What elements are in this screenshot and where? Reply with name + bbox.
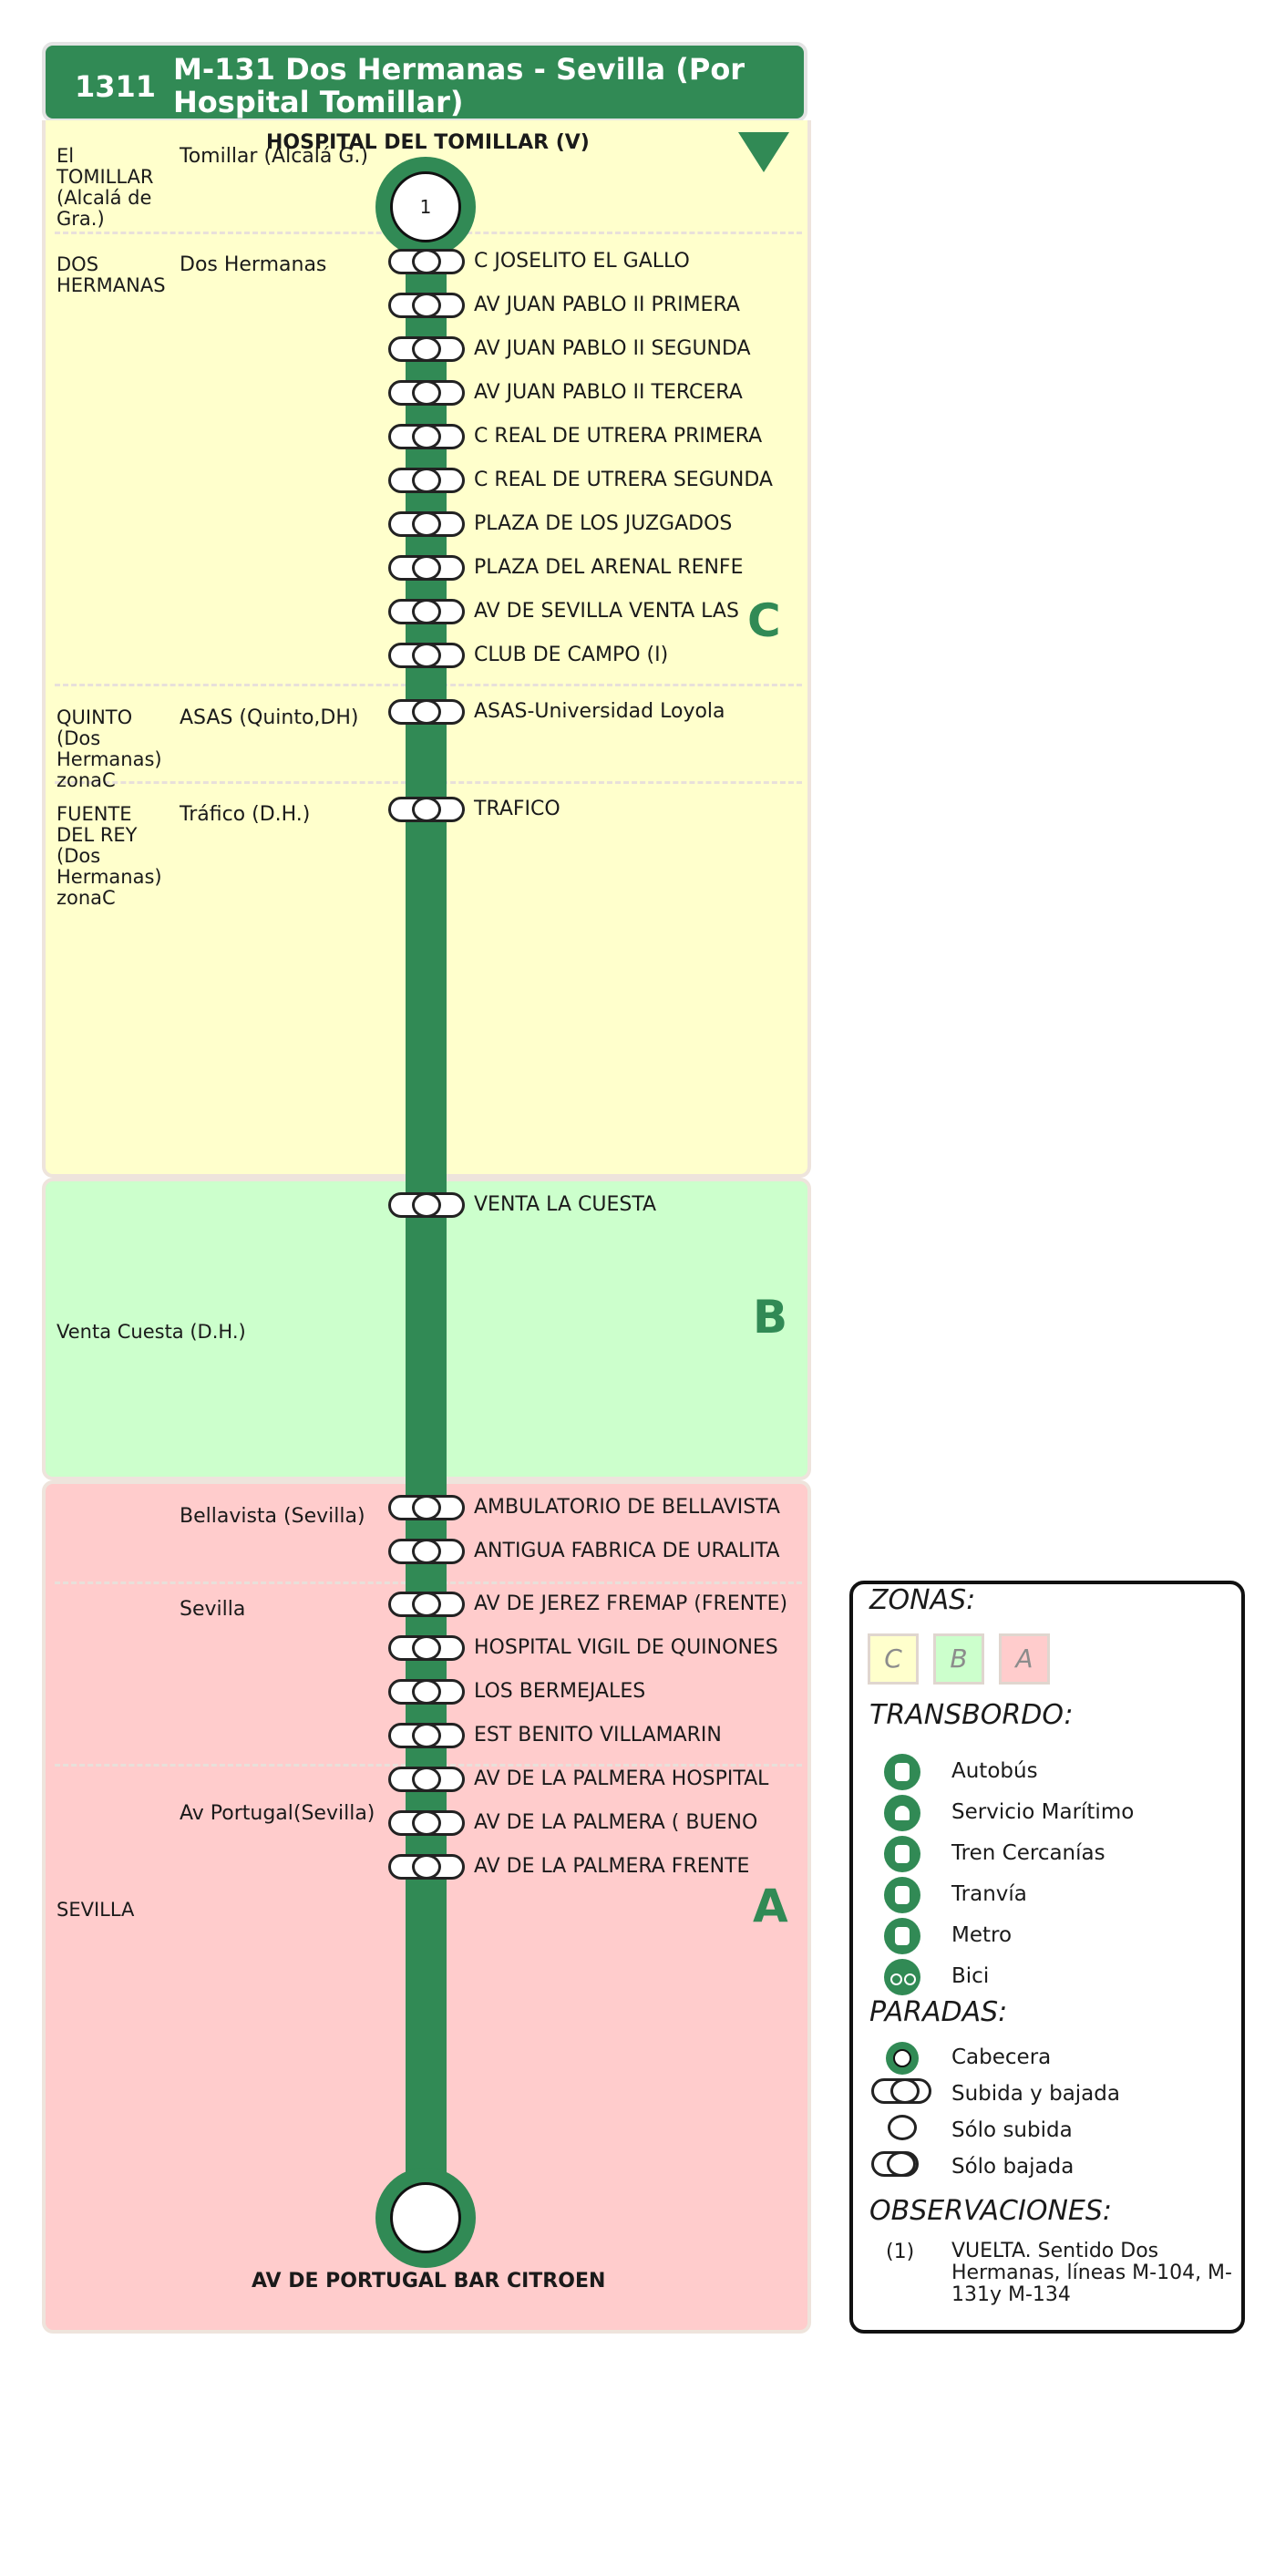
cabecera-icon	[886, 2042, 919, 2075]
legend-transbordo-label: Metro	[951, 1923, 1013, 1947]
stop-label: EST BENITO VILLAMARIN	[474, 1724, 722, 1747]
stop-marker	[388, 293, 465, 318]
stop-label: AV JUAN PABLO II PRIMERA	[474, 294, 740, 316]
stop-label: LOS BERMEJALES	[474, 1680, 646, 1703]
metro-icon	[884, 1918, 920, 1954]
end-terminal-marker	[375, 2168, 476, 2268]
legend-transbordo-label: Autobús	[951, 1759, 1038, 1783]
stop-marker	[388, 1767, 465, 1792]
legend-transbordo-label: Bici	[951, 1964, 990, 1988]
legend-parada-label: Subida y bajada	[951, 2082, 1120, 2106]
locality-name: DOS HERMANAS	[57, 253, 166, 296]
solo-bajada-icon	[871, 2151, 919, 2177]
stop-marker	[388, 555, 465, 581]
locality-name: FUENTE DEL REY (Dos Hermanas) zonaC	[57, 803, 162, 909]
line-header: 1311 M-131 Dos Hermanas - Sevilla (Por H…	[42, 42, 807, 122]
locality-name: QUINTO (Dos Hermanas) zonaC	[57, 706, 162, 791]
note-ref: 1	[419, 196, 432, 218]
end-stop-name: AV DE PORTUGAL BAR CITROEN	[252, 2270, 606, 2293]
legend-parada-label: Sólo bajada	[951, 2155, 1074, 2179]
stop-label: AV JUAN PABLO II TERCERA	[474, 381, 743, 404]
stop-marker	[388, 249, 465, 274]
line-code: 1311	[75, 69, 157, 104]
stop-label: AV DE LA PALMERA ( BUENO	[474, 1811, 758, 1834]
legend-transbordo-title: TRANSBORDO:	[869, 1699, 1074, 1731]
train-icon	[884, 1836, 920, 1872]
stop-marker	[388, 1854, 465, 1880]
legend-zone-a: A	[999, 1633, 1050, 1685]
start-terminal-marker: 1	[375, 157, 476, 257]
direction-arrow-icon	[738, 132, 789, 172]
stop-label: AV DE JEREZ FREMAP (FRENTE)	[474, 1592, 788, 1615]
legend-parada-label: Cabecera	[951, 2045, 1052, 2069]
stop-marker	[388, 1192, 465, 1218]
stop-label: AV DE SEVILLA VENTA LAS	[474, 600, 739, 623]
stop-marker	[388, 1723, 465, 1748]
municipality-name: Sevilla	[180, 1598, 246, 1621]
legend-zone-b: B	[933, 1633, 984, 1685]
stop-label: VENTA LA CUESTA	[474, 1193, 657, 1216]
stop-label: C JOSELITO EL GALLO	[474, 250, 690, 273]
legend-transbordo-label: Servicio Marítimo	[951, 1800, 1135, 1824]
observation-text: VUELTA. Sentido Dos Hermanas, líneas M-1…	[951, 2240, 1232, 2306]
stop-marker	[388, 468, 465, 493]
legend-box: ZONAS: C B A TRANSBORDO: Autobús Servici…	[849, 1581, 1245, 2334]
stop-label: CLUB DE CAMPO (I)	[474, 644, 669, 666]
bike-icon	[884, 1959, 920, 1995]
stop-label: AV DE LA PALMERA HOSPITAL	[474, 1767, 769, 1790]
municipality-name: ASAS (Quinto,DH)	[180, 706, 359, 729]
bus-icon	[884, 1754, 920, 1790]
stop-marker	[388, 424, 465, 449]
boat-icon	[884, 1795, 920, 1831]
stop-label: ANTIGUA FABRICA DE URALITA	[474, 1540, 780, 1562]
tram-icon	[884, 1877, 920, 1913]
subida-bajada-icon	[871, 2078, 931, 2104]
stop-label: TRAFICO	[474, 798, 560, 820]
stop-label: C REAL DE UTRERA PRIMERA	[474, 425, 763, 448]
municipality-name: Av Portugal(Sevilla)	[180, 1802, 375, 1825]
zone-letter-a: A	[753, 1880, 788, 1932]
zone-letter-b: B	[753, 1291, 788, 1344]
observation-ref: (1)	[886, 2241, 915, 2263]
legend-observaciones-title: OBSERVACIONES:	[869, 2195, 1113, 2227]
start-stop-name: HOSPITAL DEL TOMILLAR (V)	[266, 131, 590, 154]
stop-marker	[388, 643, 465, 668]
stop-marker	[388, 511, 465, 537]
stop-label: PLAZA DE LOS JUZGADOS	[474, 512, 733, 535]
stop-marker	[388, 699, 465, 725]
stop-label: PLAZA DEL ARENAL RENFE	[474, 556, 744, 579]
stop-marker	[388, 1635, 465, 1661]
stop-marker	[388, 1810, 465, 1836]
line-title: M-131 Dos Hermanas - Sevilla (Por Hospit…	[173, 52, 745, 119]
municipality-name: Venta Cuesta (D.H.)	[57, 1321, 246, 1343]
stop-label: AV JUAN PABLO II SEGUNDA	[474, 337, 751, 360]
legend-zonas-title: ZONAS:	[869, 1584, 976, 1616]
municipality-name: Dos Hermanas	[180, 253, 327, 276]
legend-transbordo-label: Tranvía	[951, 1882, 1027, 1906]
stop-marker	[388, 1592, 465, 1617]
municipality-name: Tomillar (Alcalá G.)	[180, 145, 368, 168]
stop-marker	[388, 599, 465, 624]
legend-transbordo-label: Tren Cercanías	[951, 1841, 1105, 1865]
locality-name: SEVILLA	[57, 1899, 135, 1921]
zone-letter-c: C	[747, 594, 781, 647]
stop-label: HOSPITAL VIGIL DE QUINONES	[474, 1636, 778, 1659]
locality-name: El TOMILLAR (Alcalá de Gra.)	[57, 145, 154, 230]
municipality-name: Tráfico (D.H.)	[180, 803, 311, 826]
legend-paradas-title: PARADAS:	[869, 1996, 1008, 2028]
solo-subida-icon	[888, 2115, 917, 2140]
legend-zone-c: C	[868, 1633, 919, 1685]
stop-marker	[388, 1495, 465, 1520]
stop-marker	[388, 797, 465, 822]
stop-marker	[388, 380, 465, 406]
municipality-name: Bellavista (Sevilla)	[180, 1505, 365, 1528]
stop-label: AV DE LA PALMERA FRENTE	[474, 1855, 750, 1878]
stop-label: ASAS-Universidad Loyola	[474, 700, 725, 723]
legend-parada-label: Sólo subida	[951, 2118, 1073, 2142]
stop-marker	[388, 336, 465, 362]
stop-marker	[388, 1679, 465, 1705]
stop-marker	[388, 1539, 465, 1564]
stop-label: AMBULATORIO DE BELLAVISTA	[474, 1496, 780, 1519]
stop-label: C REAL DE UTRERA SEGUNDA	[474, 469, 773, 491]
